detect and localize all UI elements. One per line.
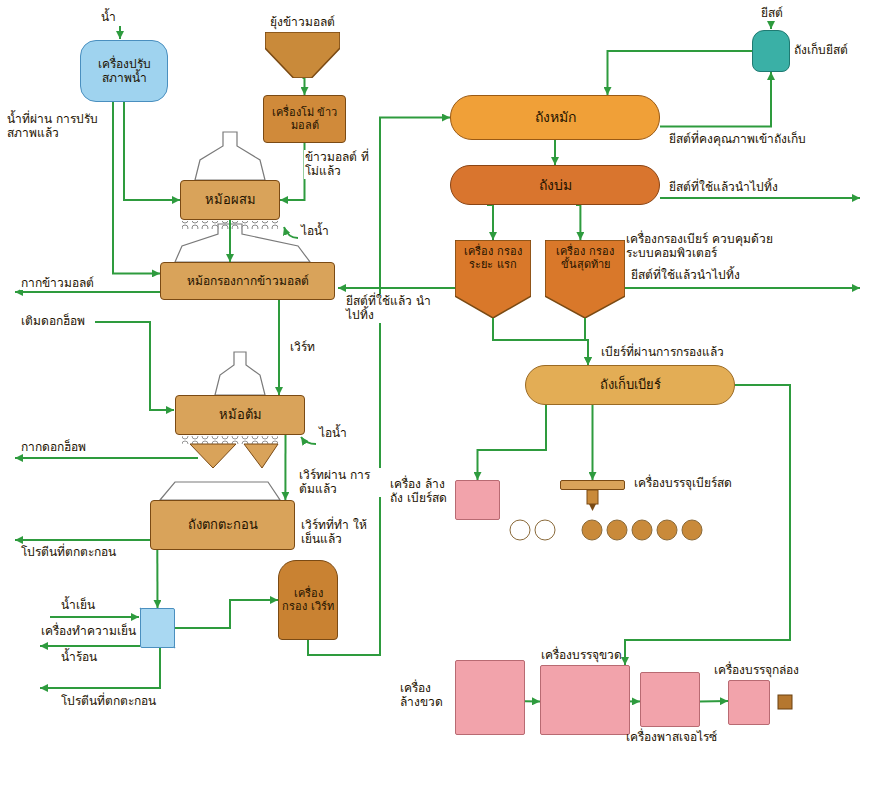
equipment-label: เครื่องทำความเย็น — [41, 624, 136, 638]
hopper-shape — [265, 32, 340, 78]
equipment-label: เครื่องบรรจุกล่อง — [714, 663, 799, 677]
equipment-name: ถังบ่ม — [537, 175, 574, 196]
bottle-filler: เครื่องบรรจุขวด — [540, 665, 630, 735]
flow-label: เวิร์ท — [289, 340, 316, 354]
equipment-name: เครื่อง กรอง ขั้นสุดท้าย — [545, 243, 625, 273]
equipment-label: เครื่องบรรจุขวด — [541, 648, 622, 662]
flow-arrow — [113, 102, 160, 273]
wort-cooler: เครื่องทำความเย็น — [140, 608, 175, 648]
flow-label: เวิร์ทที่ทำ ให้เย็นแล้ว — [300, 518, 378, 547]
flow-label: ยีสต์ที่ใช้แล้ว นำไปทิ้ง — [345, 294, 443, 323]
malt-silo: ยุ้งข้าวมอลต์ — [265, 32, 340, 78]
flow-label: กากดอกฮ็อพ — [20, 440, 87, 454]
water-treatment-tank: เครื่องปรับ สภาพน้ำ — [80, 40, 168, 102]
maturation-tank: ถังบ่ม — [450, 165, 660, 205]
flow-arrow — [280, 143, 305, 200]
flow-arrow — [487, 205, 493, 240]
flow-label: น้ำที่ผ่าน การปรับสภาพแล้ว — [6, 112, 100, 141]
flow-arrow — [525, 700, 540, 702]
settling-tank: ถังตกตะกอน — [150, 500, 295, 550]
flow-arrow — [478, 405, 547, 480]
flow-label: ยีสต์ที่คงคุณภาพเข้าถังเก็บ — [668, 132, 807, 146]
flow-arrow — [591, 405, 594, 480]
fermentation-tank: ถังหมัก — [450, 95, 660, 140]
equipment-name: เครื่อง กรอง ระยะ แรก — [455, 243, 531, 273]
malt-mill: เครื่องโม่ ข้าวมอลต์ — [263, 95, 346, 143]
flow-label: ยีสต์ที่ใช้แล้วนำไปทิ้ง — [668, 180, 779, 194]
equipment-name: หม้อกรองกากข้าวมอลต์ — [185, 272, 311, 290]
flow-arrow — [493, 318, 588, 365]
equipment-name: ถังตกตะกอน — [186, 515, 260, 535]
wort-kettle: หม้อต้ม — [175, 395, 305, 435]
equipment-name: หม้อต้ม — [217, 405, 264, 425]
equipment-name: เครื่องโม่ ข้าวมอลต์ — [264, 104, 345, 134]
flow-label: โปรตีนที่ตกตะกอน — [60, 694, 157, 708]
equipment-name: เครื่อง กรอง เวิร์ท — [279, 585, 337, 615]
flow-label: เวิร์ทผ่าน การต้มแล้ว — [298, 468, 382, 497]
equipment-label: เครื่องบรรจุเบียร์สด — [634, 476, 732, 490]
flow-label: กากข้าวมอลต์ — [20, 276, 95, 290]
bottle-washer: เครื่อง ล้างขวด — [455, 660, 525, 735]
flow-arrow — [625, 385, 790, 665]
flow-arrow — [124, 102, 180, 200]
flow-arrow — [156, 550, 158, 608]
mash-tun: หม้อผสม — [180, 180, 280, 220]
flow-label: น้ำเย็น — [60, 598, 96, 612]
flow-arrow — [175, 600, 278, 628]
flow-arrow — [284, 435, 286, 500]
flow-arrow — [278, 300, 280, 395]
flow-arrow — [630, 700, 640, 702]
flow-arrow — [660, 72, 771, 127]
flow-label: โปรตีนที่ตกตะกอน — [20, 545, 117, 559]
case-packer: เครื่องบรรจุกล่อง — [728, 680, 770, 725]
equipment-name: หม้อผสม — [203, 190, 258, 210]
keg-filler: เครื่องบรรจุเบียร์สด — [560, 480, 625, 490]
flow-label: ยีสต์ที่ใช้แล้วนำไปทิ้ง — [630, 268, 741, 282]
flow-label: เบียร์ที่ผ่านการกรองแล้ว — [600, 345, 725, 359]
equipment-label: เครื่อง ล้างขวด — [400, 681, 450, 710]
pasteurizer: เครื่องพาสเจอไรซ์ — [640, 672, 700, 727]
equipment-name: ถังเก็บเบียร์ — [598, 375, 663, 395]
flow-label: ไอน้ำ — [318, 426, 348, 440]
flow-label: ข้าวมอลต์ ที่โม่แล้ว — [304, 150, 378, 179]
flow-label: ไอน้ำ — [300, 224, 330, 238]
equipment-label: ยุ้งข้าวมอลต์ — [245, 15, 360, 29]
flow-arrow — [576, 205, 580, 240]
flow-arrow — [229, 220, 231, 262]
flow-label: น้ำ — [100, 10, 117, 24]
equipment-label: เครื่องพาสเจอไรซ์ — [626, 730, 717, 744]
flow-label: น้ำร้อน — [60, 650, 98, 664]
wort-filter: เครื่อง กรอง เวิร์ท — [278, 560, 338, 640]
equipment-name: เครื่องปรับ สภาพน้ำ — [81, 55, 167, 88]
flow-arrow — [554, 140, 556, 165]
flow-arrow — [700, 700, 728, 702]
keg-washer: เครื่อง ล้างถัง เบียร์สด — [455, 480, 500, 520]
flow-label: ยีสต์ — [760, 6, 784, 20]
flow-arrow — [303, 78, 305, 95]
final-filter: เครื่อง กรอง ขั้นสุดท้าย — [545, 240, 625, 318]
beer-storage-tank: ถังเก็บเบียร์ — [525, 365, 735, 405]
lauter-tun: หม้อกรองกากข้าวมอลต์ — [160, 262, 335, 300]
equipment-label: เครื่อง ล้างถัง เบียร์สด — [390, 477, 450, 506]
flow-arrow — [585, 318, 588, 365]
equipment-name: ถังหมัก — [533, 107, 578, 128]
equipment-label: ถังเก็บยีสต์ — [794, 43, 848, 57]
flow-label: เครื่องกรองเบียร์ ควบคุมด้วย ระบบคอมพิวเ… — [625, 232, 797, 261]
primary-filter: เครื่อง กรอง ระยะ แรก — [455, 240, 531, 318]
flow-arrow — [608, 51, 753, 95]
flow-label: เติมดอกฮ็อพ — [20, 314, 86, 328]
yeast-tank: ถังเก็บยีสต์ — [752, 30, 790, 72]
